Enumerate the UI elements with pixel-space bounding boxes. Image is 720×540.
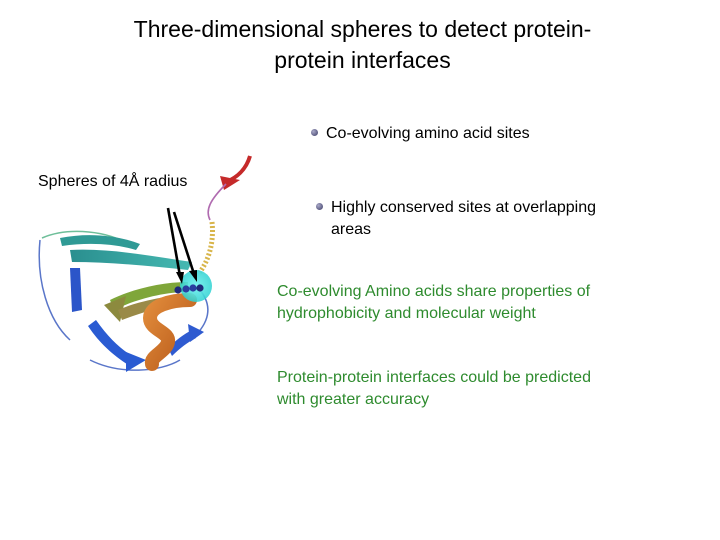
red-arrow — [220, 176, 240, 190]
title-line-1: Three-dimensional spheres to detect prot… — [133, 16, 592, 42]
bullet-conserved: Highly conserved sites at overlapping ar… — [331, 197, 596, 241]
blue-arrow-right — [188, 324, 204, 342]
blue-strand-bottom — [88, 320, 136, 366]
blue-strand-left — [70, 268, 82, 312]
pointer-arrow-line — [172, 211, 196, 275]
loop-line-left — [38, 239, 71, 341]
title-line-2: protein interfaces — [274, 47, 451, 73]
loop-line-bottom — [89, 359, 181, 371]
callout-line-1: Protein-protein interfaces could be pred… — [277, 369, 591, 386]
bullet-text: Co-evolving amino acid sites — [326, 125, 530, 142]
blue-arrow-bottom — [126, 352, 146, 372]
callout-line-2: hydrophobicity and molecular weight — [277, 305, 536, 322]
bullet-dot-icon — [311, 129, 318, 136]
orange-helix — [142, 293, 197, 371]
bullet-coevolving: Co-evolving amino acid sites — [326, 123, 530, 145]
teal-strand-2 — [60, 235, 140, 250]
yellow-coil — [197, 221, 215, 274]
residue-dot — [174, 286, 182, 294]
residue-dot — [182, 285, 190, 293]
green-strand — [110, 282, 188, 310]
residue-dot — [196, 284, 204, 292]
callout-properties: Co-evolving Amino acids share properties… — [277, 281, 590, 325]
red-linker — [207, 183, 227, 221]
cyan-sphere — [180, 270, 212, 302]
bullet-text-line-1: Highly conserved sites at overlapping — [331, 199, 597, 216]
pointer-arrow-line — [166, 207, 182, 277]
bullet-text-line-2: areas — [331, 221, 372, 238]
sphere-radius-label: Spheres of 4Å radius — [38, 173, 188, 190]
blue-strand-right — [168, 330, 196, 356]
residue-dot — [189, 284, 197, 292]
bullet-dot-icon — [316, 203, 323, 210]
callout-line-1: Co-evolving Amino acids share properties… — [277, 283, 591, 300]
callout-line-2: with greater accuracy — [277, 391, 430, 408]
pointer-arrow-head — [189, 270, 197, 282]
slide-title: Three-dimensional spheres to detect prot… — [80, 14, 645, 76]
teal-strand — [70, 249, 192, 270]
pointer-arrow-head — [176, 272, 184, 284]
callout-prediction: Protein-protein interfaces could be pred… — [277, 367, 591, 411]
